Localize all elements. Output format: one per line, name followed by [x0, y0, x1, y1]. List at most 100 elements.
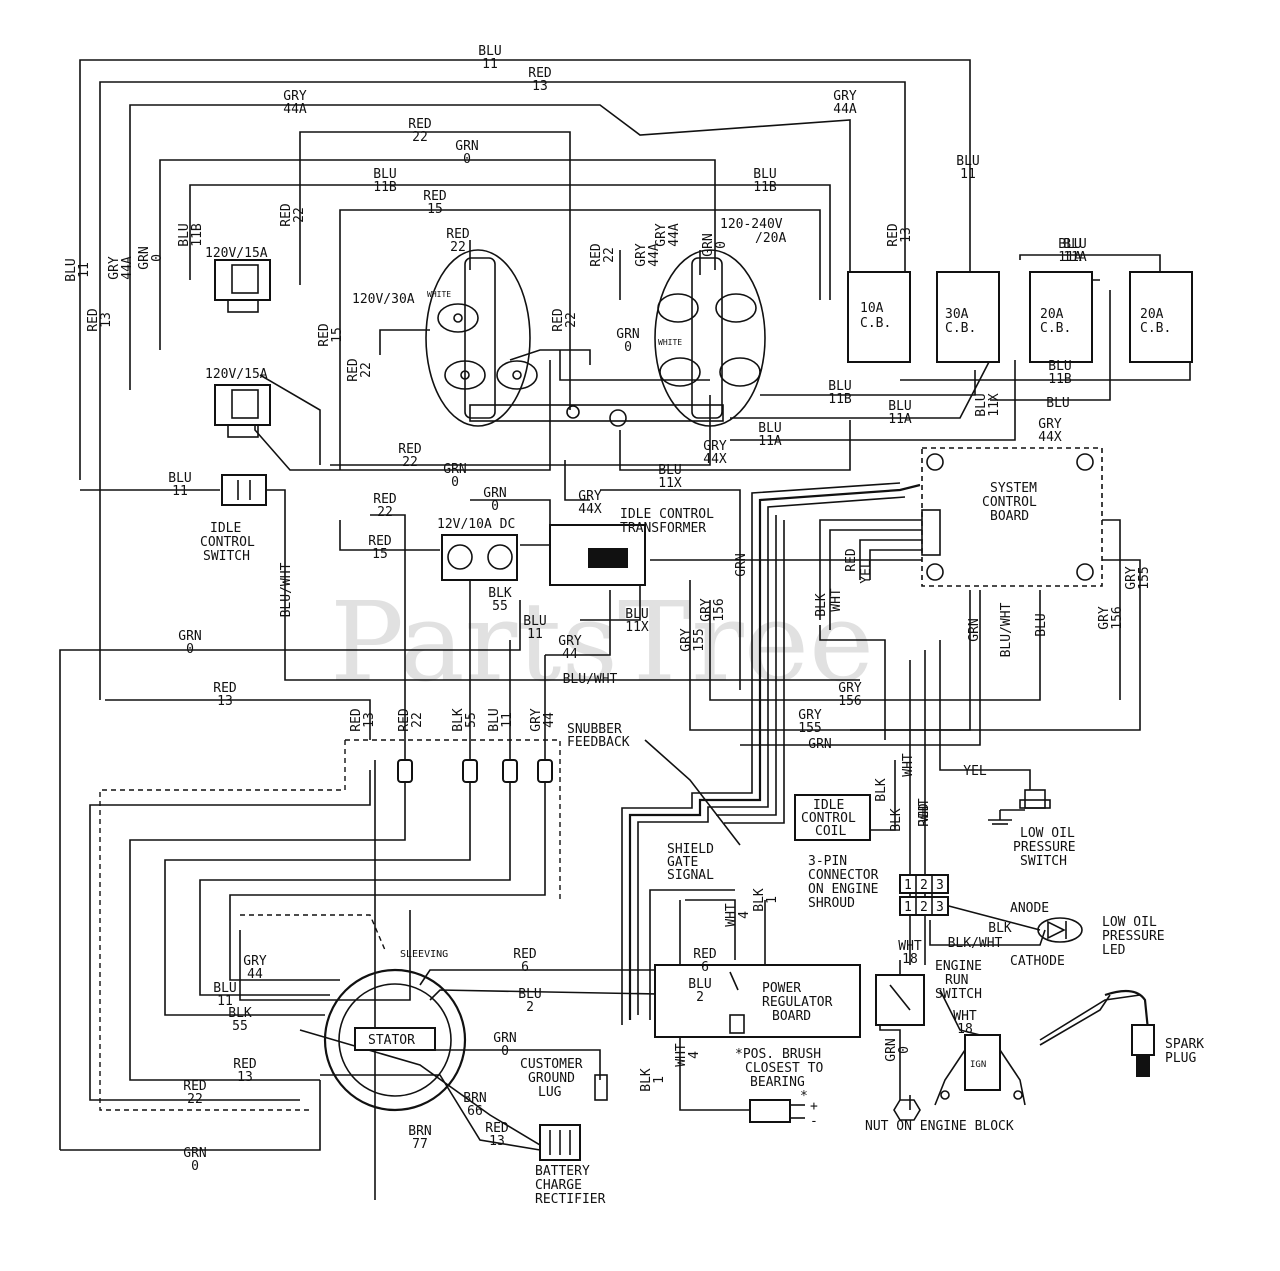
wire-label-line: BLK — [988, 921, 1012, 936]
wire-label: RED — [844, 548, 859, 572]
wire-label-line: RED — [513, 947, 537, 962]
wire-label-line: 2 — [696, 990, 704, 1005]
wire-label-line: 0 — [897, 1046, 912, 1054]
wire-label: RED22 — [346, 358, 374, 382]
wire-label-line: 155 — [692, 628, 707, 651]
wire-label-line: RED — [886, 223, 901, 247]
stator-symbol — [323, 968, 467, 1112]
stator-lead-connectors — [397, 759, 553, 783]
wire-label-line: 156 — [838, 694, 861, 709]
wire-label: GRN — [967, 618, 982, 641]
label-idle-control-switch-2: CONTROL — [200, 535, 255, 550]
wire-label-line: BLK — [451, 708, 466, 732]
label-system-3: BOARD — [990, 509, 1029, 524]
wire-label-line: GRY — [654, 223, 669, 247]
label-prb-3: BOARD — [772, 1009, 811, 1024]
wire-label-line: 0 — [491, 499, 499, 514]
wire-label-line: 22 — [564, 312, 579, 328]
wire-label-line: 155 — [1137, 566, 1152, 589]
label-led-3: LED — [1102, 943, 1126, 958]
wire-label-line: YEL — [859, 560, 874, 584]
label-pin-3a: 3 — [936, 878, 944, 893]
wire-label: GRY44A — [634, 243, 662, 267]
wire-label-line: 11X — [658, 476, 682, 491]
wire-label-line: WHT — [829, 588, 844, 612]
wire-label-line: GRY — [243, 954, 267, 969]
label-low-oil-switch-3: SWITCH — [1020, 854, 1067, 869]
idle-control-transformer — [549, 524, 646, 586]
wire-label-line: 11B — [373, 180, 397, 195]
wire-label: GRN0 — [884, 1038, 912, 1061]
label-white-a: WHITE — [427, 290, 451, 299]
wire-label: BLU/WHT — [279, 562, 294, 617]
wire-label-line: 22 — [187, 1092, 203, 1107]
wire-label-line: BLU — [1048, 359, 1071, 374]
label-brush-2: CLOSEST TO — [745, 1061, 823, 1076]
wire-label: GRY44A — [107, 256, 135, 280]
wire-label: GRN — [808, 737, 831, 752]
label-dc-12v-10a: 12V/10A DC — [437, 517, 515, 532]
wire-label-line: GRY — [679, 628, 694, 652]
wire-label-line: BLU — [758, 421, 781, 436]
wire-label-line: BLU — [658, 463, 681, 478]
label-120v-30a: 120V/30A — [352, 292, 415, 307]
wire-label-line: GRN — [616, 327, 639, 342]
wire-label-line: 15 — [427, 202, 443, 217]
label-120v-15a-top: 120V/15A — [205, 246, 268, 261]
wire-label-line: WHT — [724, 903, 739, 927]
wire-label-line: BLU — [373, 167, 396, 182]
label-cathode: CATHODE — [1010, 954, 1065, 969]
label-rectifier-2: CHARGE — [535, 1178, 582, 1193]
wire-label: BLU/WHT — [563, 672, 618, 687]
label-engine-run-2: RUN — [945, 973, 968, 988]
label-spark-2: PLUG — [1165, 1051, 1196, 1066]
wire-label-line: 11 — [217, 994, 233, 1009]
label-idle-control-switch-1: IDLE — [210, 521, 241, 536]
wire-label-line: 55 — [492, 599, 508, 614]
wire-label-line: BLU — [688, 977, 711, 992]
wire-label-line: 44X — [578, 502, 602, 517]
wire-label-line: GRY — [558, 634, 582, 649]
label-rectifier-1: BATTERY — [535, 1164, 590, 1179]
label-brush-1: *POS. BRUSH — [735, 1047, 821, 1062]
wire-label-line: 44A — [647, 243, 662, 267]
wire-label: RED22 — [551, 308, 579, 332]
label-3pin-1: 3-PIN — [808, 854, 847, 869]
wire-label: GRN — [734, 553, 749, 576]
label-10a: 10A — [860, 301, 884, 316]
wire-label: BLK/WHT — [948, 936, 1003, 951]
wire-label-line: 15 — [372, 547, 388, 562]
label-ground-lug-2: GROUND — [528, 1071, 575, 1086]
label-pin-1b: 1 — [904, 900, 912, 915]
wire-label-line: RED — [349, 708, 364, 732]
wire-label-line: RED — [213, 681, 237, 696]
wire-label-line: GRN — [493, 1031, 516, 1046]
wire-label: BLU — [1034, 613, 1049, 636]
breaker-20a-b — [1129, 271, 1193, 363]
wire-label-line: 44A — [283, 102, 307, 117]
wire-label-line: 4 — [737, 911, 752, 919]
wire-label-line: 0 — [463, 152, 471, 167]
wire-label-line: GRN — [183, 1146, 206, 1161]
label-rectifier-3: RECTIFIER — [535, 1192, 606, 1207]
wire-label: RED22 — [279, 203, 307, 227]
wire-label-line: 13 — [532, 79, 548, 94]
idle-control-coil — [794, 794, 871, 841]
wire-label-line: GRY — [283, 89, 307, 104]
wire-label-line: BLK/WHT — [948, 936, 1003, 951]
three-pin-connector — [899, 874, 949, 916]
label-120-240v-20a: 120-240V /20A — [720, 217, 790, 246]
wire-label-line: BLU — [487, 708, 502, 731]
label-idle-control-switch-3: SWITCH — [203, 549, 250, 564]
wire-label-line: GRY — [529, 708, 544, 732]
wire-label-line: 66 — [467, 1104, 483, 1119]
wire-label-line: 0 — [186, 642, 194, 657]
